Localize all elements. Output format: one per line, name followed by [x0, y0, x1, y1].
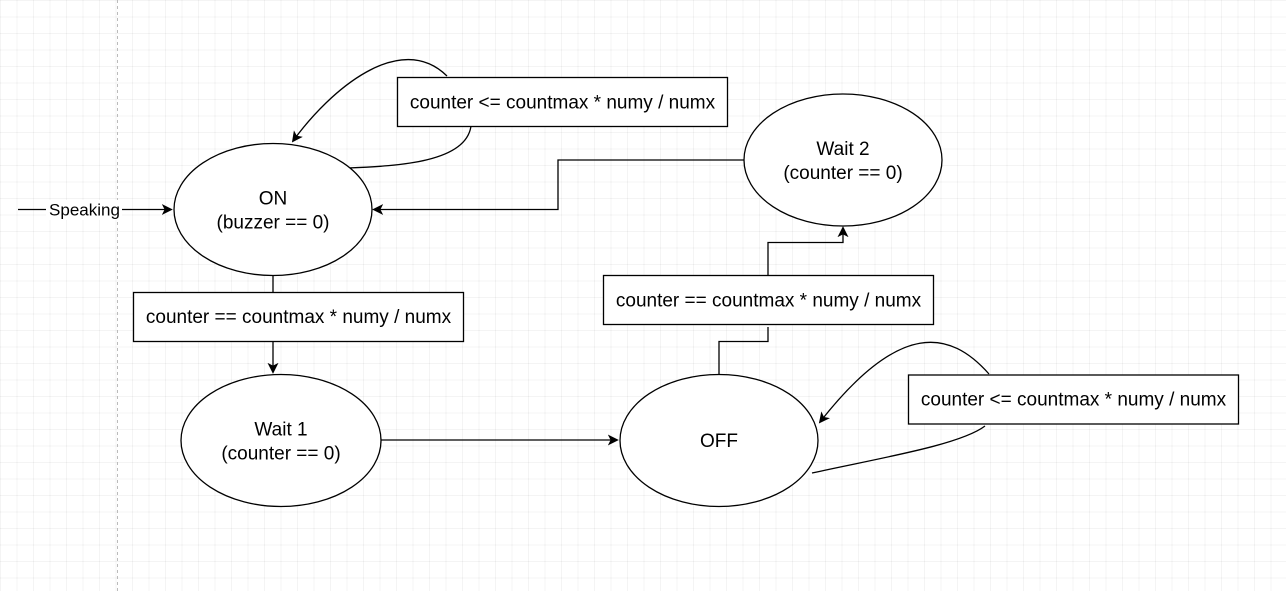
state-wait2-title: Wait 2: [816, 139, 869, 160]
condition-on-to-wait1-text: counter == countmax * numy / numx: [146, 307, 452, 328]
condition-on-self-text: counter <= countmax * numy / numx: [410, 93, 716, 114]
condition-off-to-wait2-text: counter == countmax * numy / numx: [616, 291, 922, 312]
state-on-title: ON: [259, 189, 288, 210]
state-off-title: OFF: [700, 431, 738, 452]
condition-on-to-wait1[interactable]: counter == countmax * numy / numx: [132, 291, 465, 343]
edge-off-self-loop[interactable]: [812, 341, 990, 474]
condition-off-self-text: counter <= countmax * numy / numx: [921, 390, 1227, 411]
condition-on-self[interactable]: counter <= countmax * numy / numx: [396, 76, 729, 128]
condition-off-to-wait2[interactable]: counter == countmax * numy / numx: [602, 274, 935, 326]
state-wait2-subtitle: (counter == 0): [783, 163, 902, 184]
state-on[interactable]: ON (buzzer == 0): [173, 142, 373, 277]
start-label: Speaking: [49, 201, 120, 220]
edge-wait2-to-on[interactable]: [372, 159, 744, 215]
condition-off-self[interactable]: counter <= countmax * numy / numx: [907, 374, 1240, 425]
state-wait1[interactable]: Wait 1 (counter == 0): [180, 373, 382, 508]
state-wait1-title: Wait 1: [254, 420, 307, 441]
edge-on-self-loop[interactable]: [293, 58, 472, 169]
state-wait1-subtitle: (counter == 0): [221, 444, 340, 465]
state-off[interactable]: OFF: [619, 373, 819, 508]
state-on-subtitle: (buzzer == 0): [217, 213, 330, 234]
start-label-bg: [46, 200, 122, 220]
state-wait2[interactable]: Wait 2 (counter == 0): [743, 93, 943, 227]
edge-off-to-wait2[interactable]: [718, 228, 843, 374]
